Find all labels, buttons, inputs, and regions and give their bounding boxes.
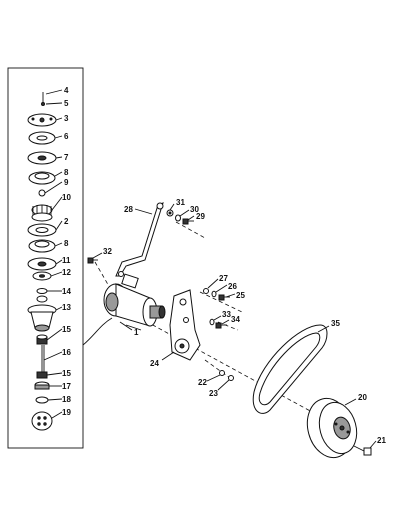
washer-part-12 — [32, 271, 52, 281]
bolt-part-21 — [353, 445, 372, 456]
bushing-part-15b — [36, 371, 48, 379]
washer-part-26 — [211, 290, 217, 298]
callout-21: 21 — [377, 436, 386, 445]
callout-25: 25 — [236, 291, 245, 300]
inset-callout-line — [82, 317, 113, 346]
housing-cap-part-13 — [27, 304, 57, 332]
callout-9: 9 — [64, 178, 69, 187]
callout-2: 2 — [64, 217, 69, 226]
callout-1: 1 — [134, 328, 139, 337]
end-plate-part-19 — [31, 411, 53, 431]
callout-26: 26 — [228, 282, 237, 291]
bushing-part-15a — [36, 334, 48, 345]
bolt-part-32 — [87, 257, 98, 264]
callout-24: 24 — [150, 359, 159, 368]
callout-17: 17 — [62, 382, 71, 391]
gasket-part-2 — [27, 223, 57, 237]
washer-part-30 — [175, 214, 181, 222]
callout-4: 4 — [64, 86, 69, 95]
callout-29: 29 — [196, 212, 205, 221]
bolt-part-34 — [215, 322, 227, 329]
callout-16: 16 — [62, 348, 71, 357]
inset-leader-lines — [43, 89, 63, 419]
callout-33: 33 — [222, 310, 231, 319]
callout-23: 23 — [209, 389, 218, 398]
callout-19: 19 — [62, 408, 71, 417]
callout-31: 31 — [176, 198, 185, 207]
callout-11: 11 — [62, 256, 71, 265]
callout-28: 28 — [124, 205, 133, 214]
callout-34: 34 — [231, 315, 240, 324]
gasket-part-7 — [27, 151, 57, 165]
o-ring-part-14 — [36, 288, 48, 294]
callout-13: 13 — [62, 303, 71, 312]
o-ring-part-9 — [38, 189, 46, 197]
callout-5: 5 — [64, 99, 69, 108]
nut-part-27 — [203, 288, 209, 294]
callout-35: 35 — [331, 319, 340, 328]
washer-part-23 — [228, 375, 234, 381]
washer-part-18 — [35, 396, 49, 404]
bearing-part-17 — [34, 381, 50, 390]
callout-27: 27 — [219, 274, 228, 283]
pin-part — [41, 92, 45, 106]
callout-32: 32 — [103, 247, 112, 256]
callout-30: 30 — [190, 205, 199, 214]
bolt-part-29 — [182, 218, 194, 225]
shaft-part-16 — [41, 345, 45, 372]
callout-6: 6 — [64, 132, 69, 141]
nut-part-22 — [219, 370, 225, 376]
callout-7: 7 — [64, 153, 69, 162]
pulley-part-20 — [306, 397, 358, 459]
callout-12: 12 — [62, 268, 71, 277]
plate-part-8a — [28, 171, 56, 185]
callout-8-upper: 8 — [64, 168, 69, 177]
callout-3: 3 — [64, 114, 69, 123]
callout-22: 22 — [198, 378, 207, 387]
washer-part-33 — [209, 318, 215, 326]
callout-15-lower: 15 — [62, 369, 71, 378]
plate-part-8b — [28, 239, 56, 253]
callout-20: 20 — [358, 393, 367, 402]
nut-part-31 — [166, 209, 174, 217]
mounting-bracket-part-24 — [169, 289, 201, 361]
callout-14: 14 — [62, 287, 71, 296]
callout-18: 18 — [62, 395, 71, 404]
callout-15-upper: 15 — [62, 325, 71, 334]
adjusting-arm-part-28 — [115, 202, 164, 277]
plate-part-6 — [28, 131, 56, 145]
drive-belt-part-35 — [252, 324, 328, 414]
water-pump-part-1 — [103, 273, 166, 331]
inset-breakdown-frame — [7, 67, 84, 449]
main-leader-lines — [92, 203, 377, 449]
impeller-part-10 — [31, 204, 53, 222]
spacer-part — [36, 295, 48, 303]
callout-10: 10 — [62, 193, 71, 202]
gasket-part-3 — [27, 113, 57, 127]
callout-8-lower: 8 — [64, 239, 69, 248]
gasket-part-11 — [27, 257, 57, 271]
